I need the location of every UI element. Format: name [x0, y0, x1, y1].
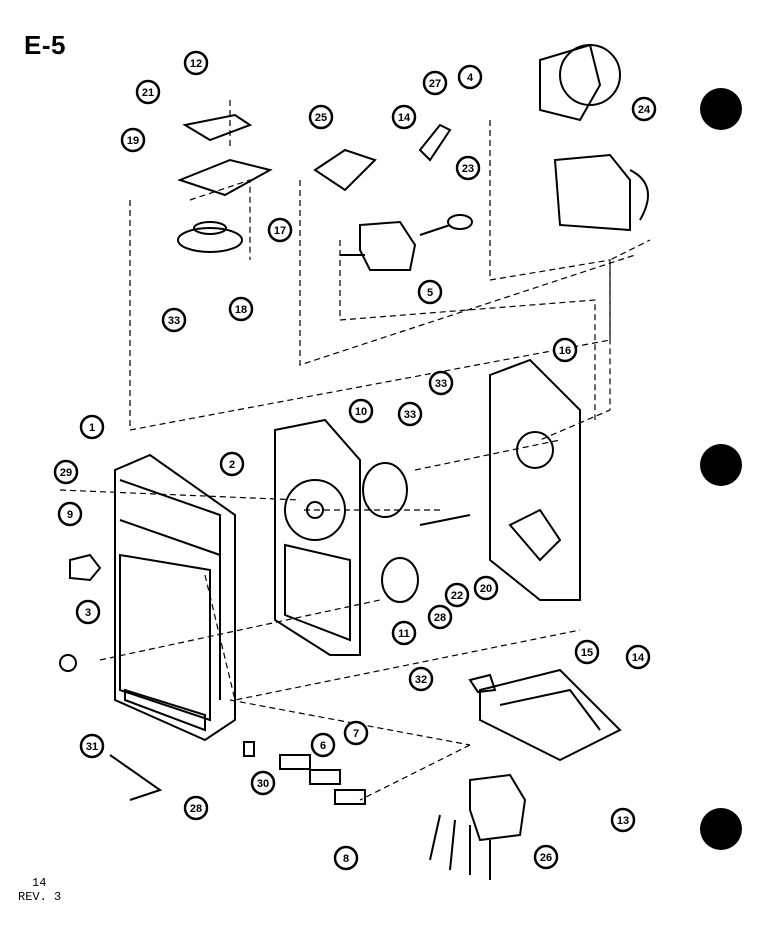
svg-text:33: 33 [435, 378, 447, 390]
page-title: E-5 [24, 30, 66, 60]
svg-text:19: 19 [127, 135, 139, 147]
callout-33c: 33 [397, 401, 423, 427]
svg-text:20: 20 [480, 583, 492, 595]
part-callouts: 12 21 19 17 18 33 25 14 27 23 5 4 24 16 … [53, 50, 657, 871]
svg-text:1: 1 [89, 422, 95, 434]
callout-27: 27 [422, 70, 448, 96]
svg-text:6: 6 [320, 740, 326, 752]
callout-23: 23 [455, 155, 481, 181]
svg-text:5: 5 [427, 287, 433, 299]
callout-3: 3 [75, 599, 101, 625]
callout-13: 13 [610, 807, 636, 833]
svg-text:9: 9 [67, 509, 73, 521]
callout-6: 6 [310, 732, 336, 758]
callout-20: 20 [473, 575, 499, 601]
callout-5: 5 [417, 279, 443, 305]
part-outlines [59, 43, 649, 880]
svg-text:7: 7 [353, 728, 359, 740]
callout-4: 4 [457, 64, 483, 90]
callout-33b: 33 [428, 370, 454, 396]
callout-30: 30 [250, 770, 276, 796]
svg-text:16: 16 [559, 345, 571, 357]
binder-hole-middle [700, 444, 742, 486]
callout-10: 10 [348, 398, 374, 424]
callout-29: 29 [53, 459, 79, 485]
callout-24: 24 [631, 96, 657, 122]
callout-14b: 14 [625, 644, 651, 670]
svg-text:30: 30 [257, 778, 269, 790]
callout-21: 21 [135, 79, 161, 105]
svg-text:12: 12 [190, 58, 202, 70]
callout-26: 26 [533, 844, 559, 870]
callout-16: 16 [552, 337, 578, 363]
callout-1: 1 [79, 414, 105, 440]
callout-8: 8 [333, 845, 359, 871]
callout-32: 32 [408, 666, 434, 692]
svg-text:11: 11 [398, 628, 410, 640]
callout-9: 9 [57, 501, 83, 527]
callout-28: 28 [427, 604, 453, 630]
callout-15: 15 [574, 639, 600, 665]
svg-text:18: 18 [235, 304, 247, 316]
revision-label: REV. 3 [18, 890, 62, 904]
svg-text:26: 26 [540, 852, 552, 864]
callout-31: 31 [79, 733, 105, 759]
svg-text:14: 14 [398, 112, 411, 124]
binder-hole-bottom [700, 808, 742, 850]
svg-text:27: 27 [429, 78, 441, 90]
callout-14: 14 [391, 104, 417, 130]
svg-text:33: 33 [168, 315, 180, 327]
callout-25: 25 [308, 104, 334, 130]
svg-text:21: 21 [142, 87, 154, 99]
svg-text:4: 4 [467, 72, 474, 84]
callout-33: 33 [161, 307, 187, 333]
callout-12: 12 [183, 50, 209, 76]
page-number: 14 [32, 876, 47, 890]
svg-text:3: 3 [85, 607, 91, 619]
svg-text:25: 25 [315, 112, 327, 124]
svg-text:24: 24 [638, 104, 651, 116]
svg-text:13: 13 [617, 815, 629, 827]
binder-hole-top [700, 88, 742, 130]
svg-text:28: 28 [190, 803, 202, 815]
svg-text:17: 17 [274, 225, 286, 237]
callout-18: 18 [228, 296, 254, 322]
svg-text:2: 2 [229, 459, 235, 471]
svg-text:22: 22 [451, 590, 463, 602]
svg-text:31: 31 [86, 741, 98, 753]
svg-text:14: 14 [632, 652, 645, 664]
svg-text:10: 10 [355, 406, 367, 418]
callout-11: 11 [391, 620, 417, 646]
svg-text:33: 33 [404, 409, 416, 421]
callout-22: 22 [444, 582, 470, 608]
callout-7: 7 [343, 720, 369, 746]
callout-17: 17 [267, 217, 293, 243]
svg-text:29: 29 [60, 467, 72, 479]
svg-text:15: 15 [581, 647, 593, 659]
leader-lines [59, 100, 651, 801]
svg-text:23: 23 [462, 163, 474, 175]
svg-text:32: 32 [415, 674, 427, 686]
callout-19: 19 [120, 127, 146, 153]
callout-2: 2 [219, 451, 245, 477]
svg-text:28: 28 [434, 612, 446, 624]
svg-text:8: 8 [343, 853, 349, 865]
callout-28b: 28 [183, 795, 209, 821]
